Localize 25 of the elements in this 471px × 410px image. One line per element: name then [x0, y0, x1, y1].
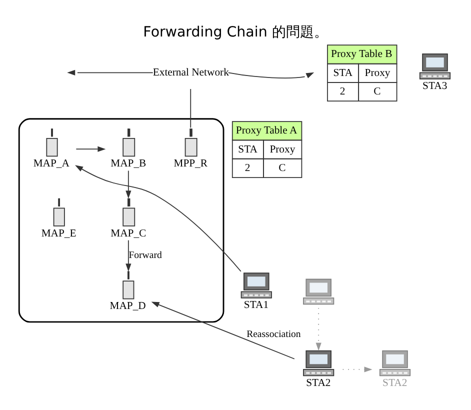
node-label: STA3: [422, 80, 448, 92]
arrow: [151, 301, 295, 359]
node-label: STA1: [244, 300, 269, 311]
node-label: MAP_C: [110, 228, 146, 239]
arrow: [67, 69, 154, 75]
cluster: [18, 118, 224, 322]
edge-label: Forward: [128, 249, 162, 260]
arrow: [126, 239, 132, 272]
arrow: [75, 164, 242, 272]
node-label: MAP_D: [110, 300, 146, 312]
arrow: [228, 72, 314, 78]
node-label: STA2: [306, 377, 331, 388]
node-label: STA2: [382, 377, 408, 388]
arrow: [316, 307, 322, 350]
connector: [190, 88, 192, 128]
node-label: MAP_B: [110, 158, 146, 169]
arrow: [342, 366, 372, 372]
node-label: MAP_E: [41, 228, 76, 239]
node-text: External Network: [152, 66, 229, 78]
node-label: MPP_R: [174, 158, 208, 169]
arrow: [126, 170, 132, 198]
node-label: MAP_A: [33, 158, 70, 169]
arrow: [76, 146, 106, 152]
edge-label: Reassociation: [246, 328, 301, 340]
diagram-title: Forwarding Chain 的問題。: [143, 24, 328, 40]
